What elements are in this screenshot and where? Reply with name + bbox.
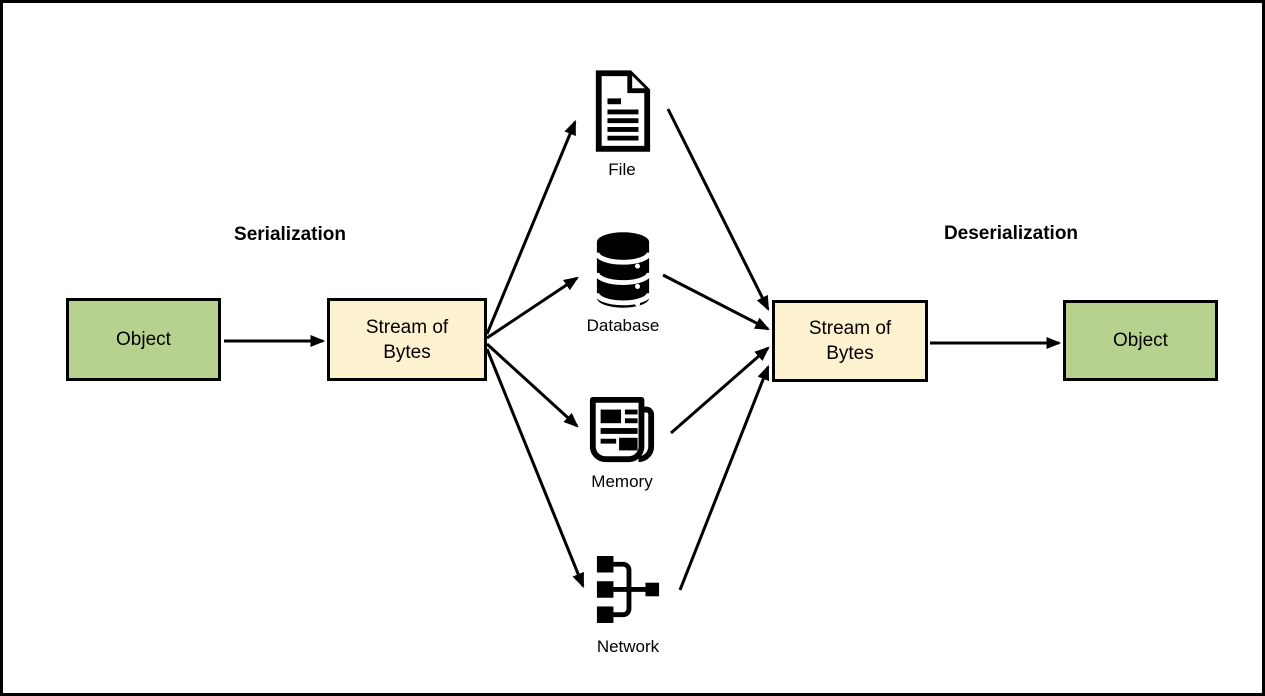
media-database: Database bbox=[553, 231, 693, 336]
media-memory: Memory bbox=[552, 394, 692, 492]
media-network: Network bbox=[558, 554, 698, 657]
serialization-label: Serialization bbox=[234, 224, 346, 245]
stream-of-bytes-right-label: Stream of Bytes bbox=[808, 318, 892, 364]
database-label: Database bbox=[586, 316, 660, 335]
memory-icon bbox=[587, 394, 657, 466]
media-file: File bbox=[552, 69, 692, 180]
file-label: File bbox=[608, 160, 636, 179]
source-object-label: Object bbox=[116, 329, 171, 350]
network-label: Network bbox=[596, 637, 660, 656]
stream-of-bytes-left-label: Stream of Bytes bbox=[365, 316, 449, 363]
file-icon bbox=[591, 69, 653, 153]
dest-object-label: Object bbox=[1113, 330, 1168, 351]
source-object-node: Object bbox=[66, 298, 221, 381]
network-icon bbox=[595, 554, 661, 624]
deserialization-label: Deserialization bbox=[943, 223, 1079, 244]
stream-of-bytes-right-node: Stream of Bytes bbox=[772, 300, 928, 382]
stream-of-bytes-left-node: Stream of Bytes bbox=[327, 298, 487, 381]
database-icon bbox=[594, 231, 652, 309]
memory-label: Memory bbox=[591, 472, 653, 491]
dest-object-node: Object bbox=[1063, 300, 1218, 381]
